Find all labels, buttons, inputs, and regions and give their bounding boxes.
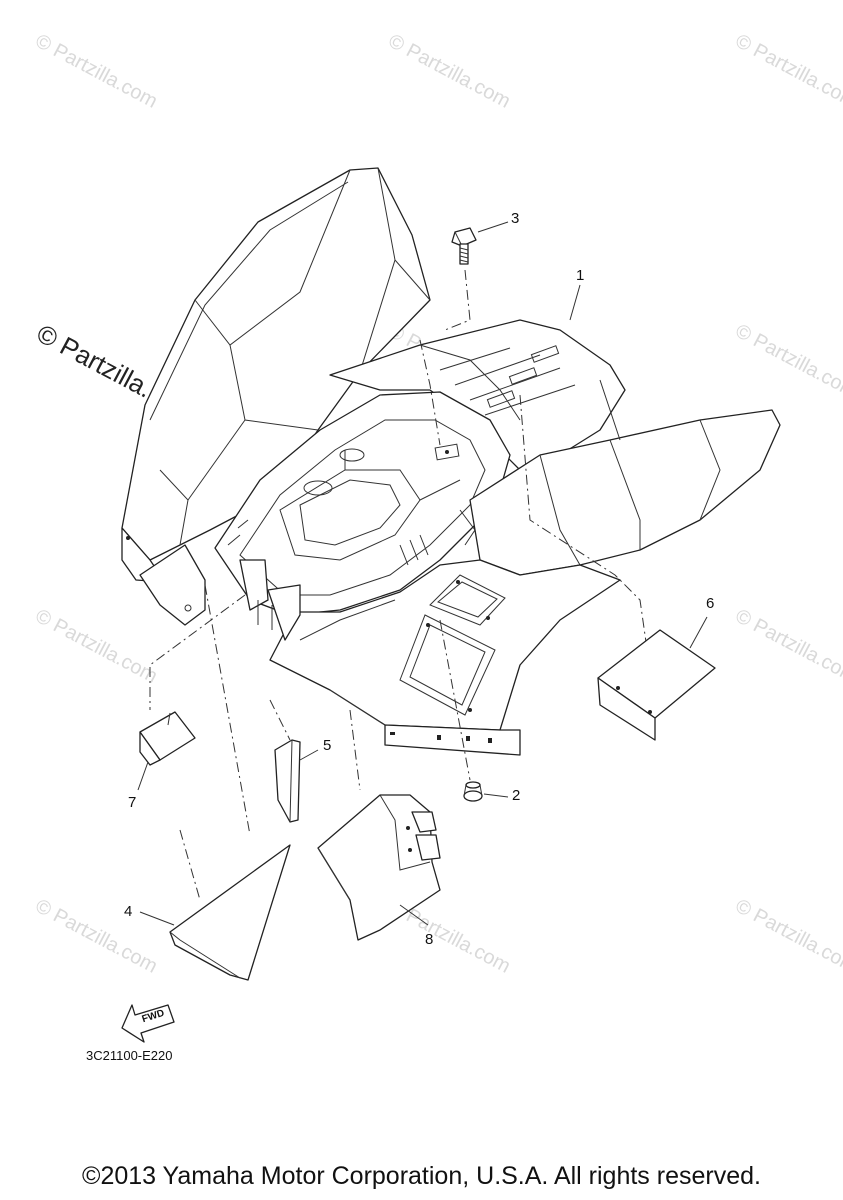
callout-8: 8 bbox=[425, 931, 434, 948]
leader-line-4 bbox=[139, 911, 175, 926]
callout-7: 7 bbox=[128, 794, 137, 811]
bracket-part-7[interactable] bbox=[139, 711, 196, 766]
leader-line-7 bbox=[137, 761, 149, 791]
reference-code: 3C21100-E220 bbox=[86, 1048, 173, 1063]
callout-3: 3 bbox=[511, 210, 520, 227]
callout-2: 2 bbox=[512, 787, 521, 804]
leader-line-3 bbox=[477, 221, 509, 233]
bolt-part-3[interactable] bbox=[451, 227, 477, 265]
leader-line-8 bbox=[399, 904, 429, 926]
callout-6: 6 bbox=[706, 595, 715, 612]
leader-line-6 bbox=[689, 616, 708, 649]
panel-part-5[interactable] bbox=[274, 739, 301, 823]
panel-part-4[interactable] bbox=[169, 844, 291, 981]
callout-1: 1 bbox=[576, 267, 585, 284]
callout-5: 5 bbox=[323, 737, 332, 754]
leader-line-1 bbox=[569, 284, 581, 321]
leader-line-2 bbox=[483, 793, 509, 798]
plate-part-6[interactable] bbox=[597, 629, 716, 741]
callout-4: 4 bbox=[124, 903, 133, 920]
copyright-notice: ©2013 Yamaha Motor Corporation, U.S.A. A… bbox=[82, 1162, 761, 1190]
rear-fender-part-1[interactable] bbox=[121, 167, 781, 756]
grommet-part-2[interactable] bbox=[463, 781, 483, 802]
fwd-arrow-icon bbox=[121, 1004, 175, 1043]
leader-line-5 bbox=[299, 749, 319, 761]
panel-part-8[interactable] bbox=[317, 794, 441, 941]
